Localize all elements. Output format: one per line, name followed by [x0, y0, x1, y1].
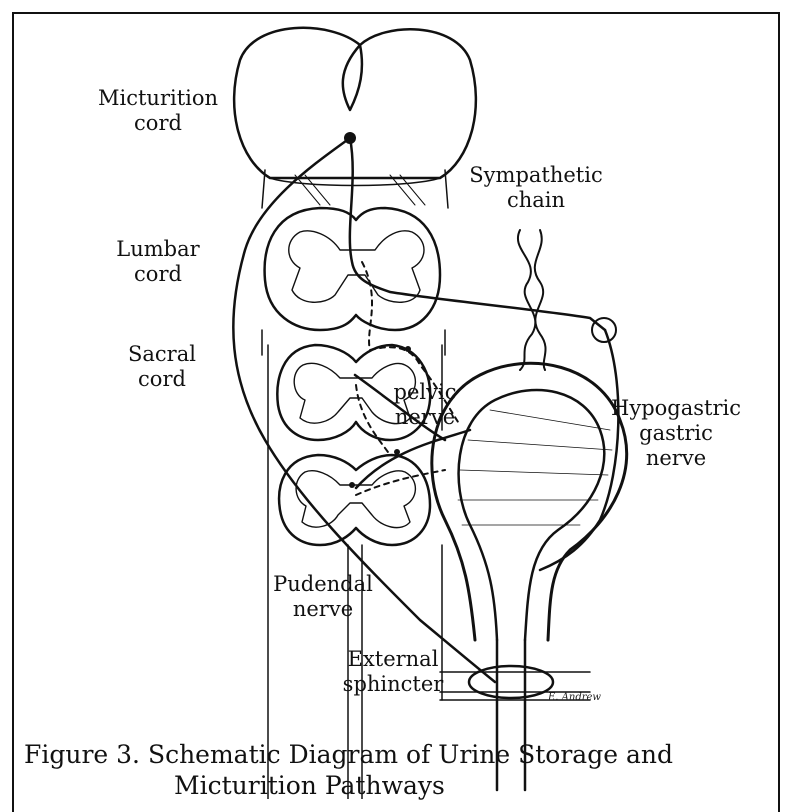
- lumbar-cord-section: [262, 208, 445, 355]
- label-line: cord: [112, 367, 212, 392]
- label-line: Sympathetic: [462, 163, 610, 188]
- label-line: External: [338, 647, 448, 672]
- micturition-cord-section: [234, 28, 476, 208]
- label-pudendal-nerve: Pudendal nerve: [268, 572, 378, 622]
- label-line: cord: [98, 111, 218, 136]
- label-line: gastric: [611, 421, 741, 446]
- label-lumbar-cord: Lumbar cord: [108, 237, 208, 287]
- label-line: Micturition: [98, 86, 218, 111]
- label-line: nerve: [611, 446, 741, 471]
- label-line: Pudendal: [268, 572, 378, 597]
- label-pelvic-nerve: pelvic nerve: [385, 380, 465, 430]
- label-line: Sacral: [112, 342, 212, 367]
- label-line: nerve: [268, 597, 378, 622]
- label-line: cord: [108, 262, 208, 287]
- label-sacral-cord: Sacral cord: [112, 342, 212, 392]
- label-line: chain: [462, 188, 610, 213]
- figure-caption: Figure 3. Schematic Diagram of Urine Sto…: [24, 739, 784, 801]
- label-micturition-cord: Micturition cord: [98, 86, 218, 136]
- label-line: pelvic: [385, 380, 465, 405]
- label-hypogastric-nerve: Hypogastric gastric nerve: [611, 396, 741, 471]
- label-line: Lumbar: [108, 237, 208, 262]
- caption-line-2: Micturition Pathways: [24, 770, 784, 801]
- sympathetic-chain: [518, 230, 546, 370]
- artist-signature: E. Andrew: [548, 692, 601, 703]
- label-line: sphincter: [338, 672, 448, 697]
- label-line: Hypogastric: [611, 396, 741, 421]
- label-sympathetic-chain: Sympathetic chain: [462, 163, 610, 213]
- caption-line-1: Figure 3. Schematic Diagram of Urine Sto…: [24, 739, 784, 770]
- label-line: nerve: [385, 405, 465, 430]
- label-external-sphincter: External sphincter: [338, 647, 448, 697]
